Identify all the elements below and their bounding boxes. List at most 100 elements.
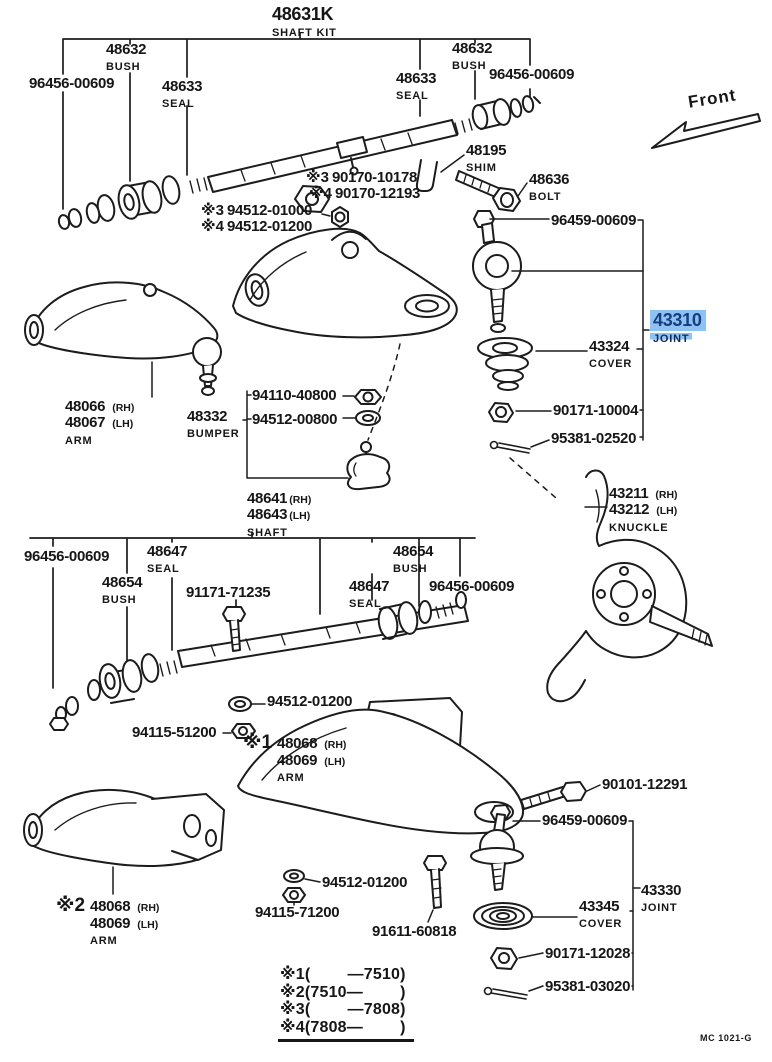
label-text-43211-43212-knuckle: 43212 [609, 501, 650, 519]
label-text-48632-bush-top-left: BUSH [106, 61, 141, 74]
label-text-90170-10178: 90170-10178 [331, 169, 418, 186]
label-text-48641-48643-shaft: 48643 [247, 506, 288, 524]
label-text-91171-71235: 91171-71235 [186, 584, 271, 601]
label-text-96456-00609-lower-left: 96456-00609 [24, 548, 110, 565]
label-text-48631k-shaft-kit: SHAFT KIT [272, 27, 337, 40]
bolt-90101-part [520, 781, 587, 810]
lower-arm-left-part [23, 788, 225, 868]
label-91171-71235: 91171-71235 [186, 584, 271, 601]
label-text-94110-40800: 94110-40800 [252, 387, 337, 404]
label-94115-71200: 94115-71200 [255, 905, 340, 921]
label-text-applicability-legend: ※1( —7510) [280, 966, 406, 983]
label-text-48068-48069-arm-no2: ※2 [56, 895, 86, 916]
leader-lines [112, 154, 650, 992]
label-text-90171-10004: 90171-10004 [553, 402, 639, 419]
label-96456-00609-lower-left: 96456-00609 [24, 549, 109, 565]
label-text-43211-43212-knuckle: KNUCKLE [609, 521, 669, 534]
label-text-48066-48067-arm: (RH) [112, 402, 135, 414]
bolt-91171-part [222, 606, 246, 652]
label-text-95381-03020: 95381-03020 [545, 978, 631, 995]
label-text-48631k-shaft-kit: 48631K [272, 4, 334, 24]
label-text-43324-cover: COVER [589, 358, 633, 371]
label-text-48068-48069-arm-no2: ARM [90, 935, 118, 948]
label-text-48636-bolt: BOLT [529, 191, 562, 204]
label-text-48066-48067-arm: (LH) [112, 418, 134, 431]
label-text-96456-00609-top-left: 96456-00609 [29, 75, 115, 92]
lower-shaft-assembly [49, 591, 469, 731]
label-48066-48067-arm: 48066(RH)48067(LH)ARM [65, 399, 134, 448]
label-91611-60818: 91611-60818 [372, 923, 457, 940]
label-text-48068-48069-arm-no1: 48068 [277, 735, 318, 752]
label-text-96456-00609-lower-right: 96456-00609 [429, 578, 515, 595]
nut-90171-10004-part [488, 402, 514, 423]
washer-nut-mid-parts [228, 696, 256, 739]
label-text-48636-bolt: 48636 [529, 171, 570, 188]
label-text-48068-48069-arm-no1: (LH) [324, 755, 346, 768]
label-text-48647-seal-right: 48647 [349, 578, 390, 595]
label-text-43330-joint: 43330 [641, 882, 682, 899]
label-text-43310-joint: 43310 [650, 310, 706, 331]
label-text-48633-seal-top-left: 48633 [162, 78, 203, 95]
label-text-94512-01200-mid: 94512-01200 [267, 693, 353, 710]
label-95381-02520: 95381-02520 [551, 431, 636, 447]
label-94115-51200: 94115-51200 [132, 724, 217, 741]
label-text-43345-cover: COVER [579, 918, 623, 931]
label-text-48068-48069-arm-no2: 48069 [90, 914, 131, 932]
label-text-48068-48069-arm-no1: 48069 [277, 751, 318, 769]
label-text-94115-51200: 94115-51200 [132, 724, 217, 741]
label-96456-00609-lower-right: 96456-00609 [429, 579, 514, 595]
cover-43345-part [473, 902, 533, 930]
label-front-indicator: Front [687, 85, 738, 111]
label-text-48641-48643-shaft: SHAFT [247, 526, 288, 539]
label-text-48195-shim: 48195 [466, 142, 507, 159]
label-94512-01200-lower: 94512-01200 [322, 875, 407, 891]
label-text-48332-bumper: 48332 [187, 408, 228, 425]
label-text-43330-joint: JOINT [641, 902, 678, 915]
label-text-43324-cover: 43324 [589, 338, 630, 355]
front-arrow-icon [651, 113, 761, 149]
washer-nut-lower-parts [282, 869, 306, 903]
label-text-43211-43212-knuckle: 43211 [609, 485, 649, 502]
label-96456-00609-top-left: 96456-00609 [29, 76, 114, 92]
label-text-48647-seal-right: SEAL [349, 598, 382, 611]
label-text-43211-43212-knuckle: (RH) [655, 489, 678, 501]
label-text-43211-43212-knuckle: (LH) [656, 505, 678, 518]
label-text-48632-bush-top-right: 48632 [452, 40, 493, 57]
label-text-48066-48067-arm: 48066 [65, 398, 106, 415]
bolt-91611-part [423, 855, 447, 909]
label-text-48647-seal-left: SEAL [147, 563, 180, 576]
label-text-96456-00609-top-right: 96456-00609 [489, 66, 575, 83]
label-text-90171-12028: 90171-12028 [545, 945, 631, 962]
label-48631k-shaft-kit: 48631K SHAFT KIT [272, 5, 337, 41]
upper-mount-hardware [294, 185, 349, 228]
label-text-90170-10178: ※3 [306, 169, 329, 186]
label-95381-03020: 95381-03020 [545, 979, 630, 995]
cotter-pin-95381-02520-part [489, 440, 531, 454]
label-applicability-legend: ※1( —7510)※2(7510— )※3( —7808)※4(7808— ) [278, 966, 414, 1043]
label-text-95381-02520: 95381-02520 [551, 430, 637, 447]
label-94512-00800: 94512-00800 [252, 412, 337, 428]
label-text-applicability-legend: ※3( —7808) [280, 1001, 406, 1019]
label-text-48633-seal-top-right: SEAL [396, 90, 429, 103]
cotter-pin-95381-03020-part [483, 986, 528, 1000]
label-94110-40800: 94110-40800 [252, 387, 337, 404]
label-text-91611-60818: 91611-60818 [372, 923, 457, 940]
label-text-94512-01200-upper: ※4 [201, 218, 224, 235]
